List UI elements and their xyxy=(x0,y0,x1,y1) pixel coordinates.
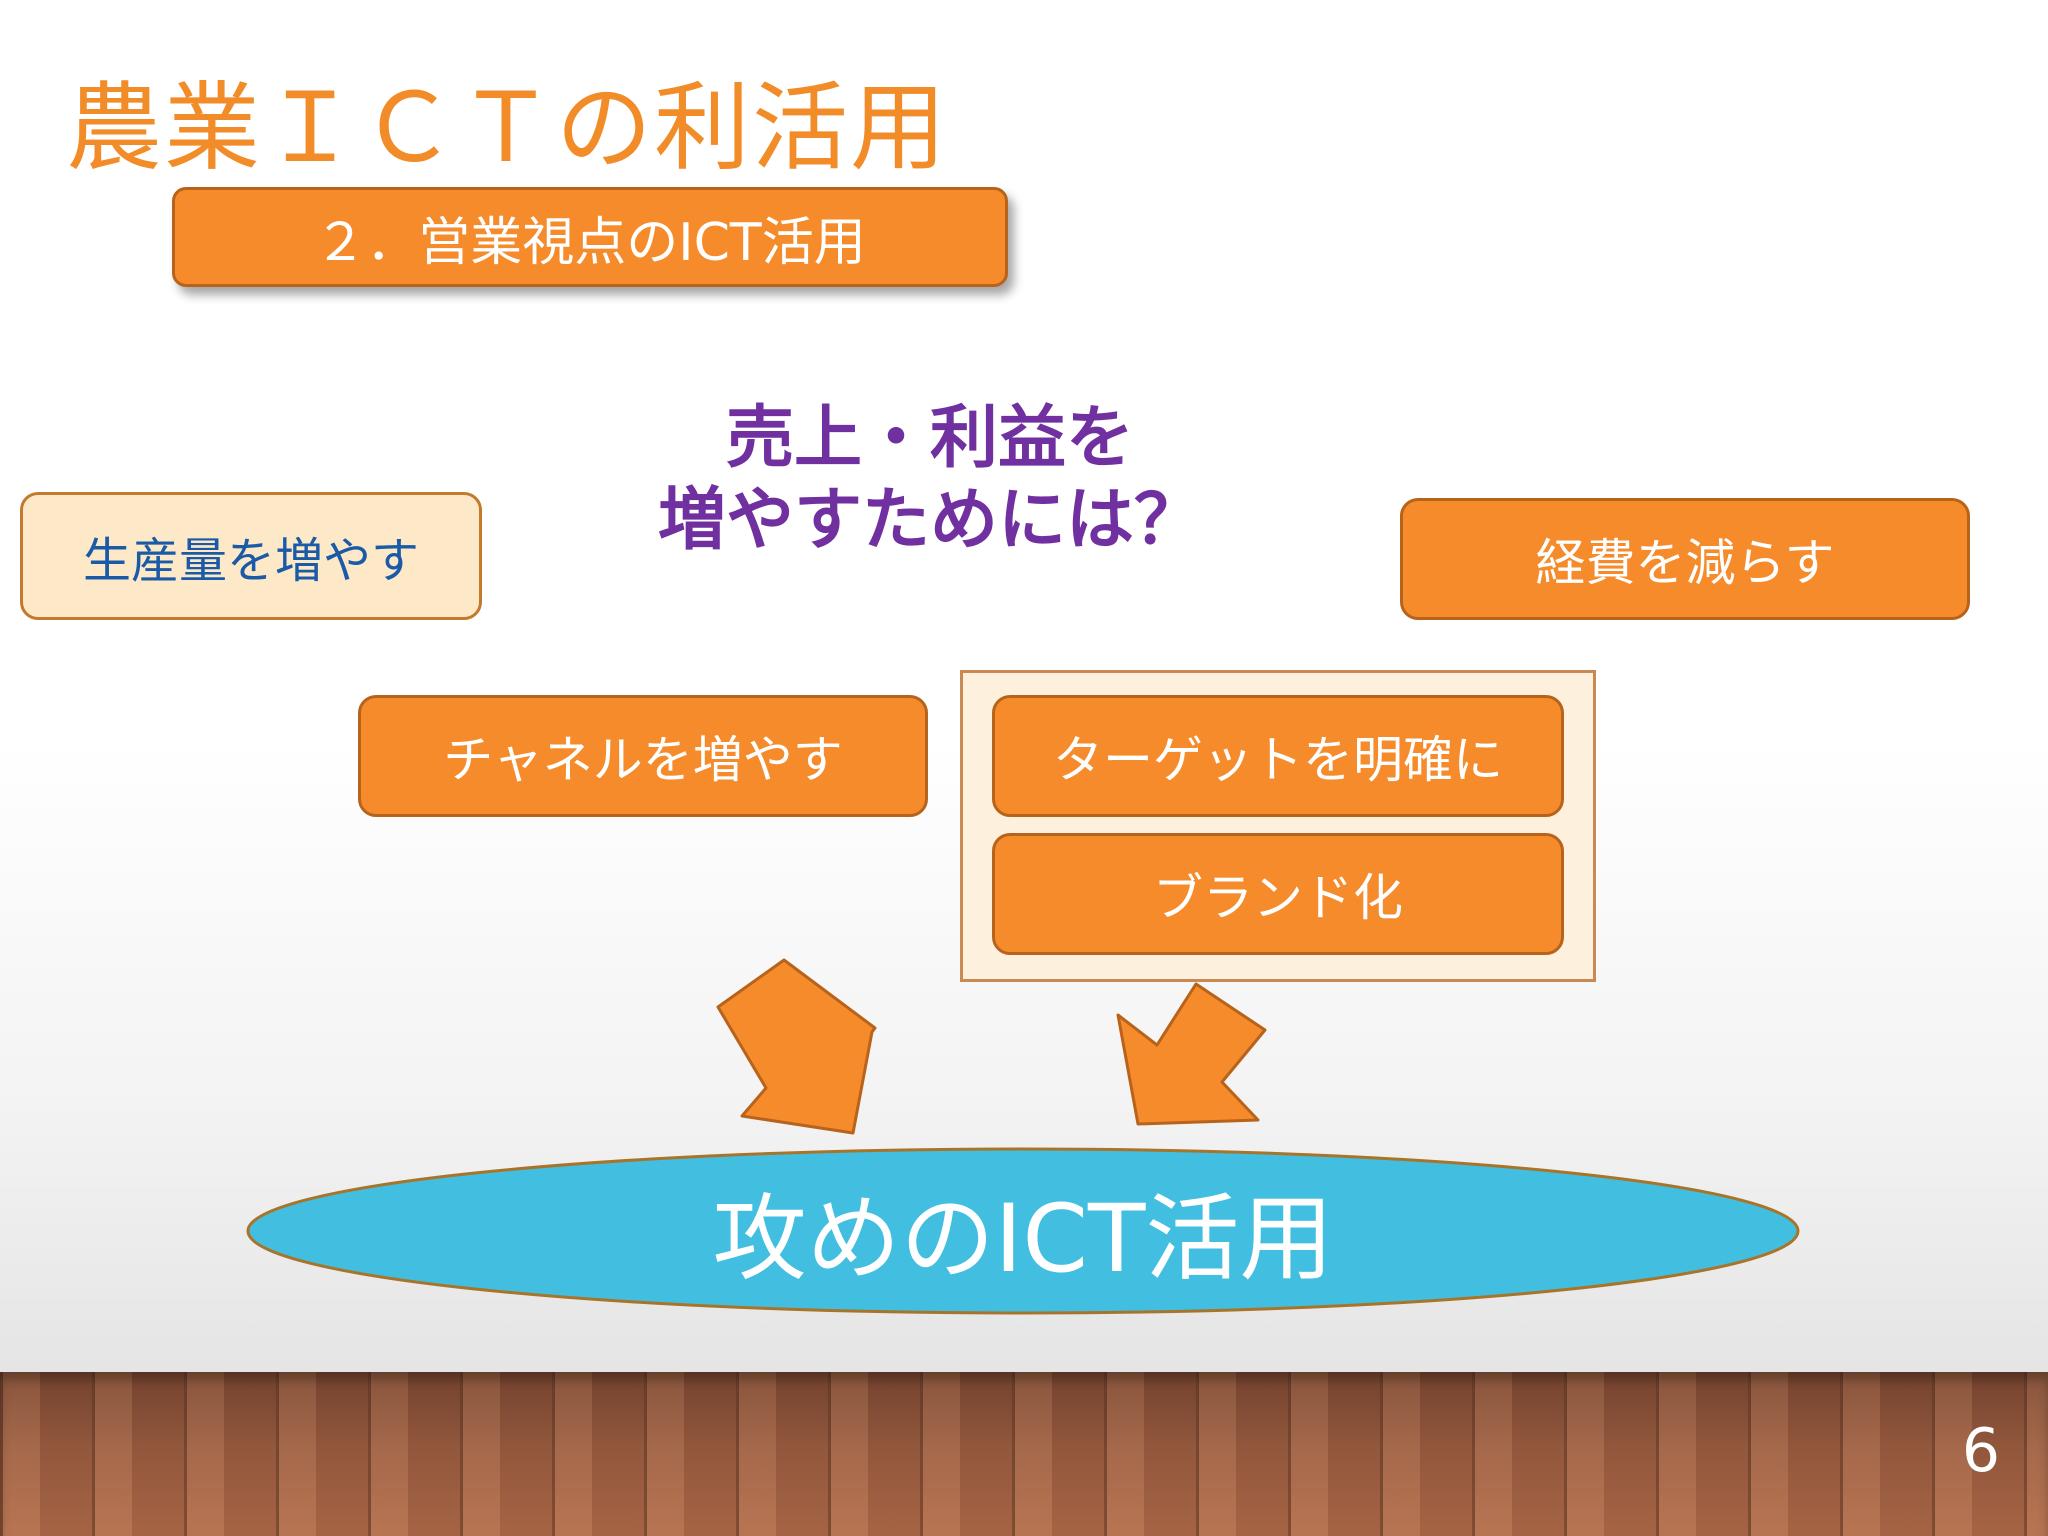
reduce-cost-box: 経費を減らす xyxy=(1400,498,1970,620)
increase-channels-box: チャネルを増やす xyxy=(358,695,928,817)
central-question: 売上・利益を 増やすためには？ xyxy=(560,398,1300,562)
wood-floor xyxy=(0,1372,2048,1536)
question-line-2: 増やすためには？ xyxy=(657,481,1202,560)
left-arrow xyxy=(716,958,877,1135)
question-line-1: 売上・利益を xyxy=(725,399,1134,478)
page-number: 6 xyxy=(1961,1416,2000,1486)
goal-ellipse xyxy=(246,1147,1800,1315)
branding-box: ブランド化 xyxy=(992,833,1564,955)
increase-production-box: 生産量を増やす xyxy=(20,492,482,620)
right-arrow xyxy=(1116,982,1267,1126)
goal-label: 攻めのICT活用 xyxy=(712,1185,1334,1294)
subtitle-box: ２．営業視点のICT活用 xyxy=(172,187,1008,287)
clarify-target-box: ターゲットを明確に xyxy=(992,695,1564,817)
page-title: 農業ＩＣＴの利活用 xyxy=(66,72,948,184)
